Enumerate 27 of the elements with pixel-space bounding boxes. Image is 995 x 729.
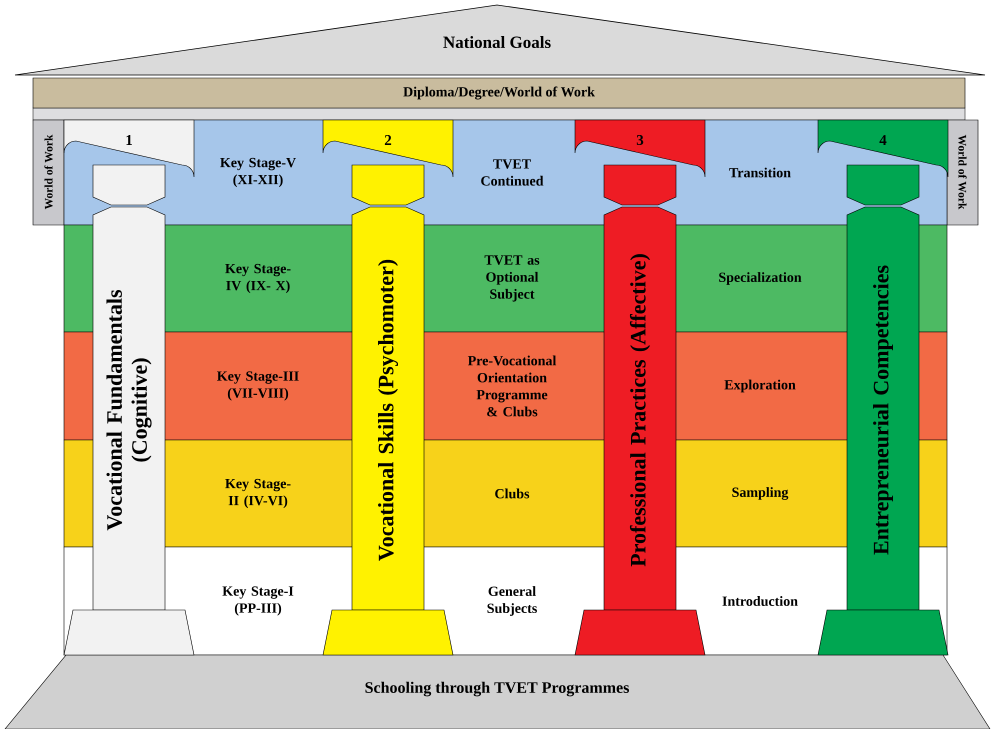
phase-label: Transition (729, 168, 791, 178)
roof: National Goals (14, 4, 986, 76)
stage-label: Key Stage-IV (IX- X) (225, 264, 291, 294)
programme-label: Pre-Vocational Orientation Programme & Clubs (468, 356, 556, 416)
phase-label: Sampling (732, 487, 788, 500)
pillar-number: 3 (636, 134, 644, 146)
pillar-label: Vocational Skills (Psychomoter) (378, 260, 398, 561)
programme-label: General Subjects (487, 586, 537, 616)
pillar-label: Vocational Fundamentals (Cognitive) (106, 290, 152, 530)
stage-label: Key Stage-I (PP-III) (222, 586, 294, 616)
pillar-number: 1 (126, 135, 132, 145)
programme-label: TVET Continued (481, 159, 544, 186)
stage-label: Key Stage-II (IV-VI) (225, 478, 291, 508)
pillar-number: 2 (384, 135, 392, 145)
side-panel: World of Work (946, 120, 978, 226)
stage-label: Key Stage-V (XI-XII) (220, 158, 296, 188)
programme-label: TVET as Optional Subject (484, 255, 540, 302)
phase-label: Introduction (722, 596, 798, 606)
pillar-number: 4 (879, 135, 886, 145)
phase-label: Exploration (724, 380, 796, 392)
programme-label: Clubs (495, 488, 530, 498)
pillar-label: Professional Practices (Affective) (630, 254, 650, 566)
phase-label: Specialization (719, 272, 802, 285)
stage-label: Key Stage-III (VII-VIII) (217, 371, 299, 401)
pillar-label: Entrepreneurial Competencies (873, 266, 893, 555)
side-panel: World of Work (32, 120, 64, 226)
beam: Diploma/Degree/World of Work (32, 78, 966, 108)
